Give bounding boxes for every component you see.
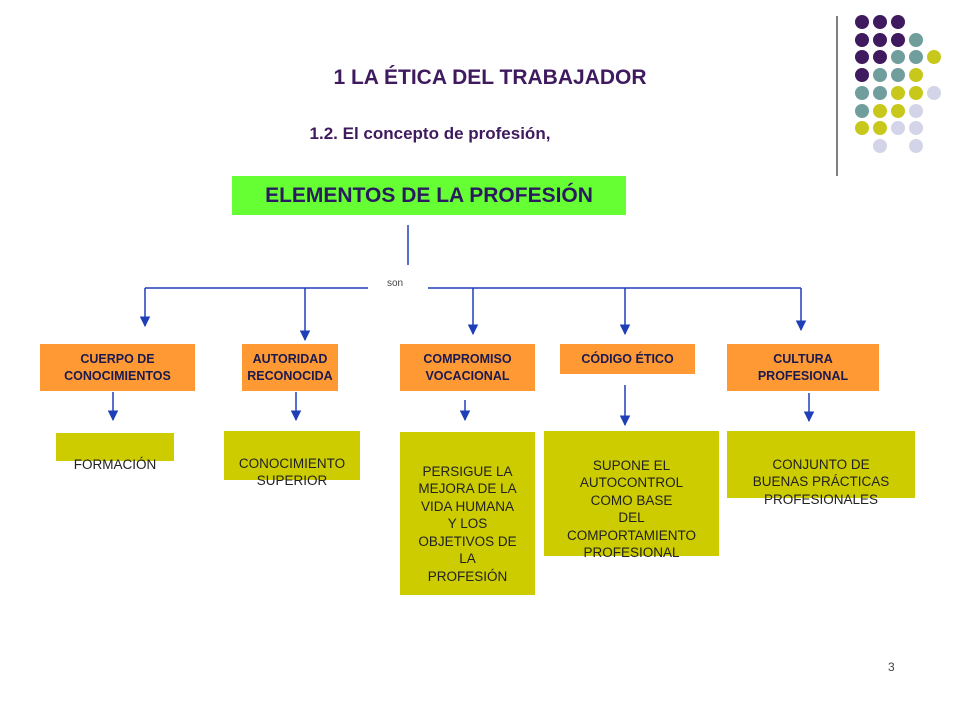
decorative-dot <box>909 104 923 118</box>
decorative-dot <box>909 139 923 153</box>
decorative-dot <box>855 121 869 135</box>
decorative-dot <box>873 15 887 29</box>
decorative-dot <box>855 68 869 82</box>
description-text: SUPONE EL AUTOCONTROL COMO BASE DEL COMP… <box>566 457 696 561</box>
decorative-dot <box>873 50 887 64</box>
decorative-dot <box>909 86 923 100</box>
slide-subtitle: 1.2. El concepto de profesión, <box>309 124 551 143</box>
decorative-dot <box>891 86 905 100</box>
decorative-dot-grid <box>855 15 941 153</box>
decorative-dot <box>855 33 869 47</box>
decorative-dot <box>891 104 905 118</box>
decorative-dot <box>873 68 887 82</box>
element-label: AUTORIDAD RECONOCIDA <box>247 351 333 383</box>
decorative-dot <box>891 50 905 64</box>
decorative-dot <box>909 50 923 64</box>
decorative-dot <box>909 68 923 82</box>
decorative-dot <box>855 50 869 64</box>
description-box-conjunto-de-buenas-practicas: CONJUNTO DE BUENAS PRÁCTICAS PROFESIONAL… <box>727 431 915 507</box>
connectors <box>107 225 815 427</box>
description-text: PERSIGUE LA MEJORA DE LA VIDA HUMANA Y L… <box>418 463 517 584</box>
root-label: ELEMENTOS DE LA PROFESIÓN <box>265 183 593 207</box>
decorative-dot <box>927 50 941 64</box>
decorative-dot <box>855 15 869 29</box>
element-label: CÓDIGO ÉTICO <box>581 351 674 366</box>
element-box-cuerpo-de-conocimientos: CUERPO DE CONOCIMIENTOS <box>40 344 195 391</box>
decorative-dot <box>891 68 905 82</box>
element-box-cultura-profesional: CULTURA PROFESIONAL <box>727 344 879 391</box>
element-label: COMPROMISO VOCACIONAL <box>423 351 512 383</box>
element-label: CUERPO DE CONOCIMIENTOS <box>64 351 171 383</box>
decorative-dot <box>873 121 887 135</box>
decorative-dot <box>855 86 869 100</box>
decorative-dot <box>909 33 923 47</box>
decorative-dot <box>891 15 905 29</box>
description-text: CONJUNTO DE BUENAS PRÁCTICAS PROFESIONAL… <box>752 456 890 507</box>
decorative-dot <box>927 86 941 100</box>
decorative-dot <box>855 104 869 118</box>
decorative-dot <box>873 104 887 118</box>
description-box-persigue-la-mejora: PERSIGUE LA MEJORA DE LA VIDA HUMANA Y L… <box>400 432 535 595</box>
decorative-dot <box>891 33 905 47</box>
root-box: ELEMENTOS DE LA PROFESIÓN <box>232 176 626 215</box>
page-number: 3 <box>888 660 895 674</box>
connector-label: son <box>386 278 404 289</box>
slide-title: 1 LA ÉTICA DEL TRABAJADOR <box>333 66 647 89</box>
description-text: FORMACIÓN <box>73 456 157 472</box>
decorative-dot <box>891 121 905 135</box>
element-box-autoridad-reconocida: AUTORIDAD RECONOCIDA <box>242 344 338 391</box>
description-text: CONOCIMIENTO SUPERIOR <box>238 455 346 489</box>
decorative-dot <box>873 86 887 100</box>
description-box-conocimiento-superior: CONOCIMIENTO SUPERIOR <box>224 431 360 488</box>
description-box-supone-el-autocontrol: SUPONE EL AUTOCONTROL COMO BASE DEL COMP… <box>544 431 719 560</box>
element-box-compromiso-vocacional: COMPROMISO VOCACIONAL <box>400 344 535 391</box>
element-label: CULTURA PROFESIONAL <box>757 351 849 383</box>
decorative-dot <box>909 121 923 135</box>
element-box-codigo-etico: CÓDIGO ÉTICO <box>560 344 695 374</box>
description-box-formacion: FORMACIÓN <box>56 433 174 472</box>
decorative-dot <box>873 139 887 153</box>
decorative-dot <box>873 33 887 47</box>
